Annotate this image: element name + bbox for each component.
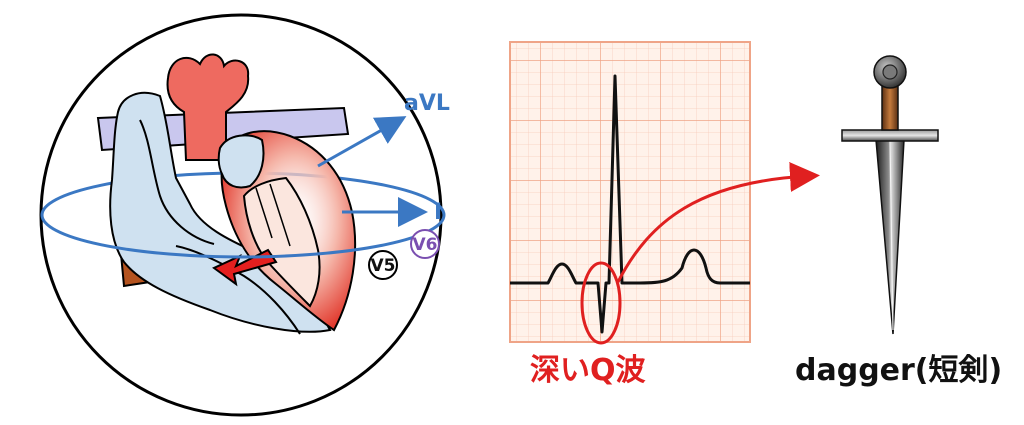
ecg-grid-bold bbox=[510, 42, 750, 342]
q-wave-highlight bbox=[580, 261, 622, 345]
dagger-icon bbox=[841, 55, 939, 335]
lead-v5-label: V5 bbox=[371, 256, 396, 276]
lead-v5-badge bbox=[368, 250, 398, 280]
lead-avl-vector bbox=[317, 116, 407, 168]
atrial-septum bbox=[139, 119, 215, 245]
left-atrium-icon bbox=[217, 134, 265, 189]
interventricular-septum bbox=[175, 245, 301, 335]
chordae-lines bbox=[255, 183, 291, 247]
dagger-pommel-center bbox=[882, 64, 898, 80]
deep-q-wave-label: 深いQ波 bbox=[530, 353, 647, 388]
ecg-strip: 深いQ波 bbox=[509, 41, 820, 388]
lead-v6-badge bbox=[410, 229, 440, 259]
q-to-dagger-arrow bbox=[616, 162, 820, 283]
dagger-guard bbox=[841, 129, 939, 142]
dagger-grip bbox=[881, 83, 899, 131]
lead-v6-label: V6 bbox=[413, 235, 438, 255]
ecg-border bbox=[509, 41, 751, 343]
dagger-label: dagger(短剣) bbox=[795, 353, 1002, 388]
dagger-blade-ridge bbox=[889, 139, 894, 331]
lead-i-label: I bbox=[434, 200, 442, 225]
lead-avl-label: aVL bbox=[404, 91, 450, 116]
septal-depolarization-arrow-icon bbox=[212, 248, 278, 287]
ecg-waveform-icon bbox=[510, 74, 750, 334]
aorta-icon bbox=[166, 53, 250, 161]
heart-diagram: aVL I V5 V6 bbox=[39, 13, 450, 417]
